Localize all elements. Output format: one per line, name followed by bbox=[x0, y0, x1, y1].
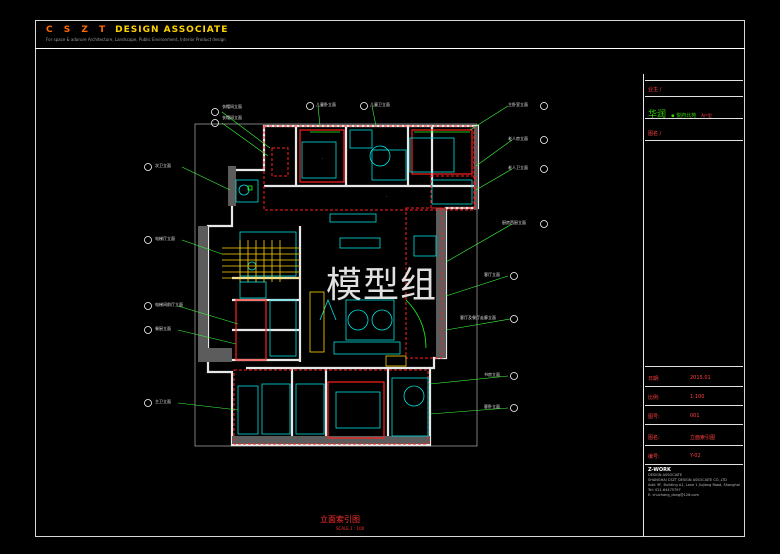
project-title: 华润 ▪ 悦府北苑 A户型 bbox=[648, 102, 712, 121]
callout-master-bedroom: 主卧室立面 bbox=[508, 102, 528, 107]
green-elements bbox=[247, 131, 470, 349]
panel-divider-8 bbox=[645, 445, 743, 446]
panel-divider-1 bbox=[645, 96, 743, 97]
callout-elder-bath: 老人卫立面 bbox=[508, 165, 528, 170]
callout-west-kitchen: 厨房西厨立面 bbox=[502, 220, 526, 225]
callout-living-dining-hall: 客厅及餐厅走廊立面 bbox=[460, 315, 496, 320]
number-value: 001 bbox=[690, 413, 700, 419]
name-value: 立面索引图 bbox=[690, 435, 716, 441]
footer-line-1: DESIGN ASSOCIATE bbox=[648, 473, 683, 477]
svg-text:·: · bbox=[386, 195, 387, 199]
project-unit: A户型 bbox=[701, 113, 712, 118]
callout-elevator-hall: 电梯厅立面 bbox=[155, 236, 175, 241]
code-label: 编号: bbox=[648, 454, 660, 460]
yellow-elements bbox=[222, 240, 407, 367]
callout-second-bath: 次卫立面 bbox=[155, 163, 171, 168]
fixtures bbox=[235, 129, 473, 437]
room-tags: · · bbox=[322, 157, 387, 199]
panel-divider-4 bbox=[645, 366, 743, 367]
callout-wardrobe-2: 衣帽间立面 bbox=[222, 115, 242, 120]
callout-study: 书房立面 bbox=[484, 372, 500, 377]
plan-title: 立面索引图 bbox=[320, 515, 360, 524]
svg-text:·: · bbox=[322, 157, 323, 161]
project-detail: ▪ 悦府北苑 bbox=[671, 113, 697, 119]
footer-line-3: Add: 9F, Building A1, Lane 1 Jiujiang Ro… bbox=[648, 483, 740, 487]
drawing-frame bbox=[35, 20, 745, 537]
red-rooms bbox=[235, 129, 473, 439]
panel-divider-top bbox=[645, 80, 743, 81]
footer-line-5: E: chuchang_dong@126.com bbox=[648, 493, 699, 497]
panel-divider-9 bbox=[645, 464, 743, 465]
callout-wardrobe-1: 衣帽间立面 bbox=[222, 104, 242, 109]
scale-value: 1:100 bbox=[690, 394, 705, 400]
footer-line-0: Z-WORK bbox=[648, 467, 671, 473]
callout-elevator-foyer: 电梯间前厅立面 bbox=[155, 302, 183, 307]
brand-logo: C S Z T DESIGN ASSOCIATE bbox=[46, 25, 228, 35]
footer-line-2: SHANGHAI CSZT DESIGN ASSOCIATE CO.,LTD bbox=[648, 478, 727, 482]
wall-fill bbox=[198, 126, 478, 444]
callout-kids-bath: 儿童卫立面 bbox=[370, 102, 390, 107]
name-label: 图名: bbox=[648, 435, 660, 441]
callout-master-bath: 主卫立面 bbox=[155, 399, 171, 404]
client-label: 业主 / bbox=[648, 87, 662, 93]
footer-line-4: Tel: 021-64475797 bbox=[648, 488, 681, 492]
panel-divider-2 bbox=[645, 118, 743, 119]
panel-divider-6 bbox=[645, 405, 743, 406]
title-block bbox=[643, 74, 746, 537]
number-label: 图号: bbox=[648, 414, 660, 420]
panel-divider-7 bbox=[645, 424, 743, 425]
watermark: 模型组 bbox=[326, 265, 438, 306]
header-divider bbox=[35, 48, 745, 49]
brand-subtitle: For space & adorure Architecture, Landsc… bbox=[46, 37, 226, 42]
callout-markers bbox=[144, 102, 548, 412]
panel-divider-5 bbox=[645, 386, 743, 387]
callout-kitchen: 餐厨立面 bbox=[155, 326, 171, 331]
company-footer: Z-WORK DESIGN ASSOCIATE SHANGHAI CSZT DE… bbox=[648, 468, 740, 498]
project-name: 华润 bbox=[648, 110, 667, 120]
code-value: Y-02 bbox=[690, 453, 701, 459]
brand-name: DESIGN ASSOCIATE bbox=[115, 25, 229, 35]
callout-living-room: 客厅立面 bbox=[484, 272, 500, 277]
leader-lines bbox=[177, 105, 513, 415]
drawing-label: 图名 / bbox=[648, 131, 662, 137]
date-value: 2015.01 bbox=[690, 375, 711, 381]
scale-label: 比例: bbox=[648, 395, 660, 401]
callout-guest-room: 客卧立面 bbox=[484, 404, 500, 409]
callout-kids-room: 儿童卧立面 bbox=[316, 102, 336, 107]
plan-scale: SCALE 1 : 100 bbox=[336, 526, 365, 531]
date-label: 日期: bbox=[648, 376, 660, 382]
callout-elder-room: 老人房立面 bbox=[508, 136, 528, 141]
brand-letters: C S Z T bbox=[46, 25, 110, 35]
panel-divider-3 bbox=[645, 140, 743, 141]
